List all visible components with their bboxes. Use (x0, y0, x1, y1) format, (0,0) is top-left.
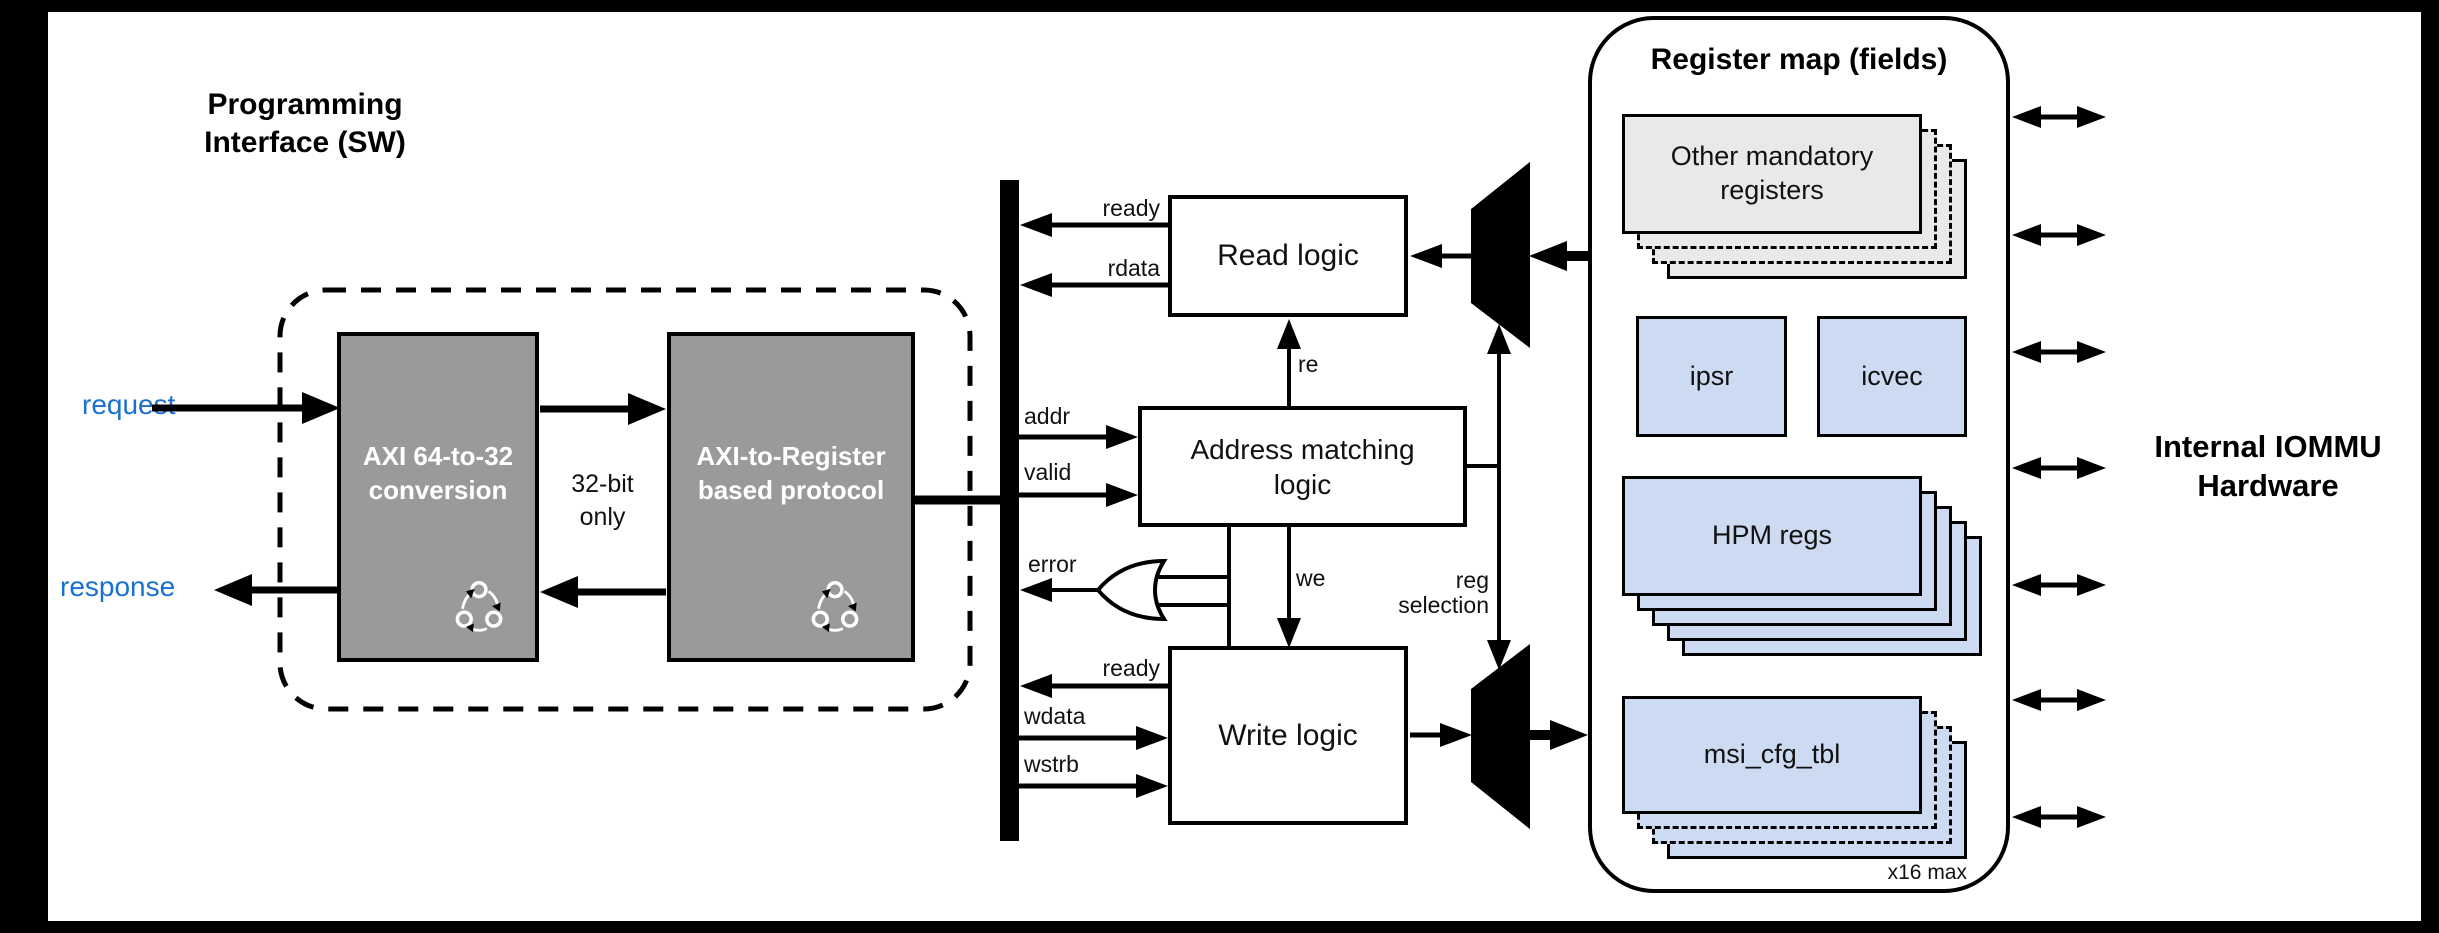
address-matching-line2: logic (1273, 468, 1332, 500)
write-logic-label: Write logic (1218, 718, 1358, 752)
reg-selection-label: reg selection (1330, 568, 1489, 618)
error-signal-label: error (1028, 551, 1077, 577)
protocol-label-line1: AXI-to-Register (696, 441, 886, 472)
internal-iommu-line2: Hardware (2197, 467, 2339, 503)
ipsr-label: ipsr (1689, 360, 1734, 391)
address-matching-logic-label: Address matching logic (1190, 432, 1414, 502)
rdata-signal-label: rdata (1107, 255, 1160, 281)
valid-signal-label: valid (1024, 459, 1072, 485)
read-logic-block: Read logic (1168, 195, 1408, 317)
other-mandatory-line1: Other mandatory (1670, 141, 1874, 172)
internal-iommu-line1: Internal IOMMU (2154, 429, 2382, 464)
sync-cycle-icon (811, 581, 859, 633)
read-logic-label: Read logic (1217, 239, 1359, 273)
ready-write-signal-label: ready (1102, 655, 1160, 681)
sync-cycle-icon (455, 581, 503, 633)
re-signal-label: re (1298, 351, 1319, 377)
register-map-title: Register map (fields) (1650, 43, 1948, 76)
write-logic-block: Write logic (1168, 646, 1408, 825)
icvec-register-card: icvec (1817, 316, 1967, 437)
we-signal-label: we (1296, 565, 1326, 591)
ipsr-register-card: ipsr (1636, 316, 1787, 437)
ready-read-signal-label: ready (1102, 195, 1160, 221)
msi-count-note: x16 max (1887, 861, 1967, 884)
wdata-signal-label: wdata (1024, 703, 1086, 729)
reg-selection-line2: selection (1398, 591, 1489, 618)
internal-iommu-hardware-title: Internal IOMMU Hardware (2128, 428, 2408, 506)
conversion-label-line1: AXI 64-to-32 (362, 441, 514, 472)
bus-width-note-line1: 32-bit (571, 470, 634, 498)
axi-64-to-32-conversion-block: AXI 64-to-32 conversion (337, 332, 539, 662)
bus-width-note-line2: only (579, 502, 626, 531)
reg-selection-line1: reg (1455, 567, 1489, 593)
axi-to-register-protocol-label: AXI-to-Register based protocol (696, 440, 885, 508)
wstrb-signal-label: wstrb (1024, 751, 1079, 777)
msi-cfg-tbl-label: msi_cfg_tbl (1703, 739, 1841, 770)
axi-to-register-protocol-block: AXI-to-Register based protocol (667, 332, 915, 662)
address-matching-logic-block: Address matching logic (1138, 406, 1467, 527)
register-map-panel: Register map (fields) Other mandatory re… (1588, 16, 2010, 893)
other-mandatory-line2: registers (1720, 175, 1824, 205)
address-matching-line1: Address matching (1190, 433, 1415, 465)
other-mandatory-registers-card: Other mandatory registers (1622, 114, 1922, 234)
programming-interface-title: Programming Interface (SW) (160, 86, 450, 161)
hpm-regs-label: HPM regs (1711, 520, 1833, 551)
protocol-label-line2: based protocol (697, 475, 885, 505)
addr-signal-label: addr (1024, 403, 1071, 429)
conversion-label-line2: conversion (368, 475, 508, 505)
request-label: request (82, 389, 176, 420)
axi-64-to-32-conversion-label: AXI 64-to-32 conversion (363, 440, 513, 508)
other-mandatory-registers-label: Other mandatory registers (1671, 140, 1874, 208)
msi-cfg-tbl-card: msi_cfg_tbl (1622, 696, 1922, 814)
hpm-regs-card: HPM regs (1622, 476, 1922, 596)
bus-width-note: 32-bit only (545, 468, 660, 533)
response-label: response (60, 571, 176, 602)
icvec-label: icvec (1861, 360, 1923, 391)
programming-interface-title-line2: Interface (SW) (204, 125, 406, 159)
programming-interface-title-line1: Programming (207, 88, 403, 121)
